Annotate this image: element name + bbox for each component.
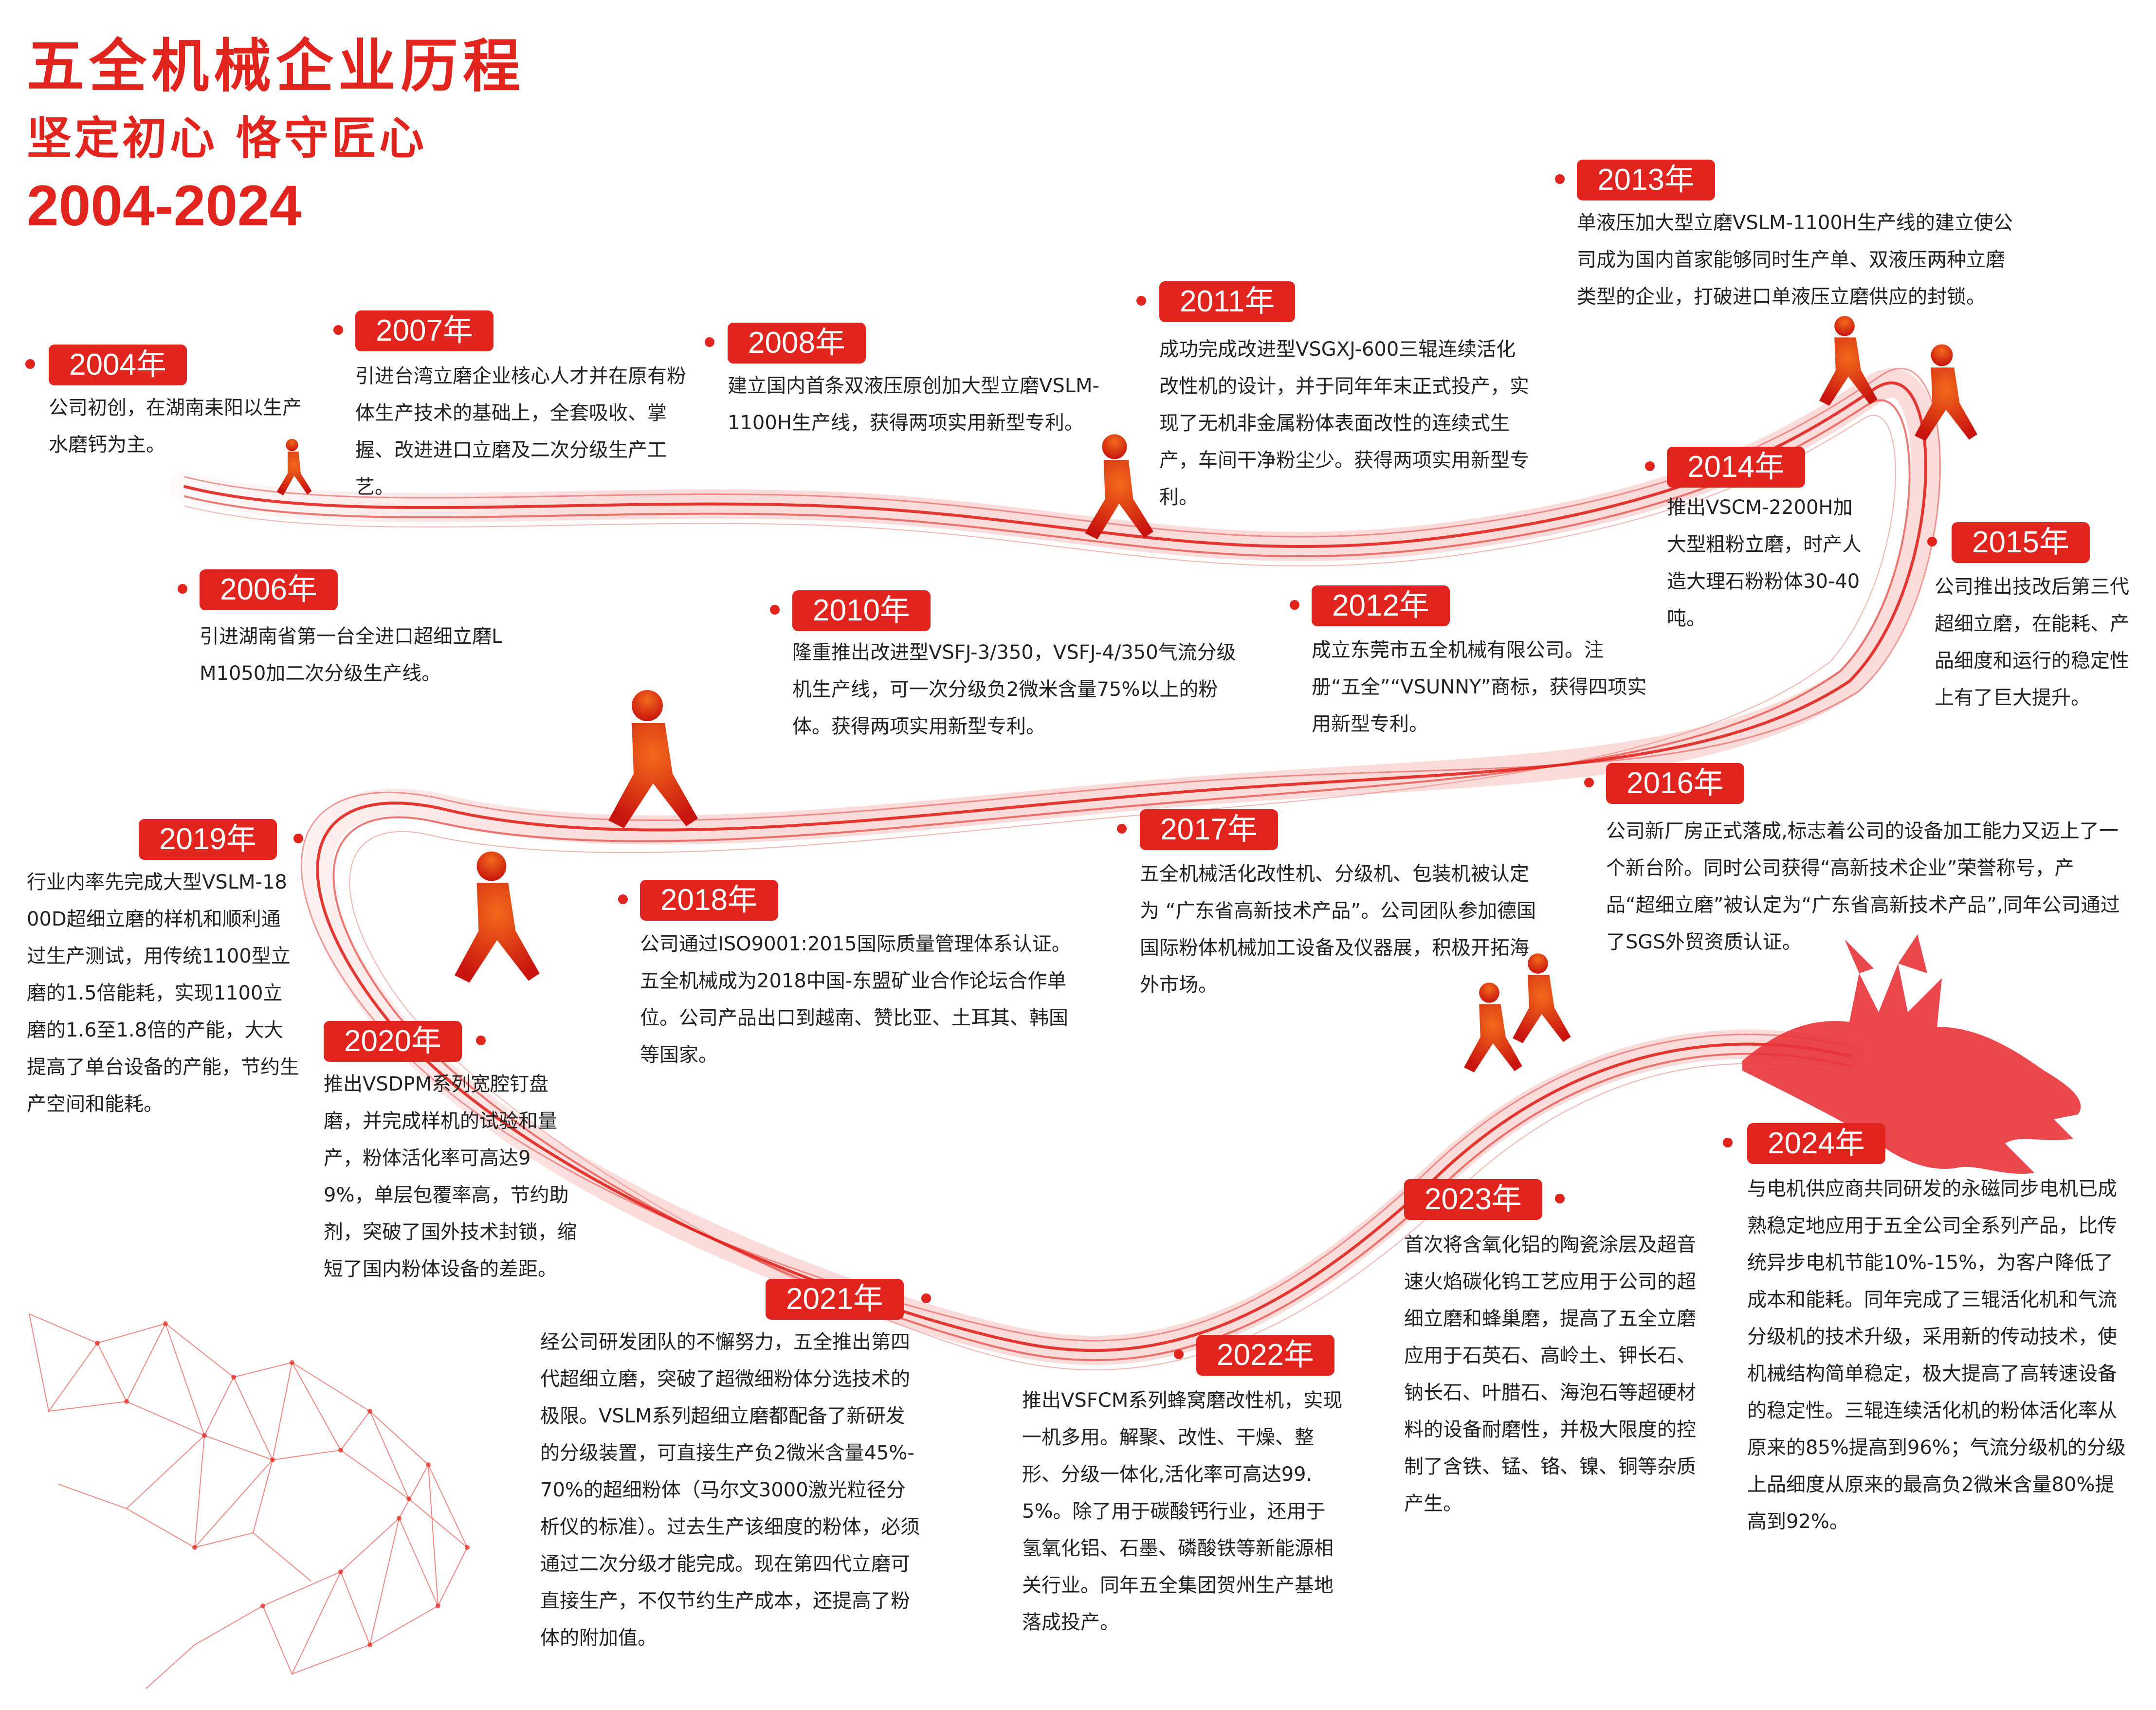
year-badge: 2024年 <box>1747 1123 1885 1164</box>
timeline-dot <box>1555 1194 1565 1203</box>
polygon-runner-illustration <box>29 1313 468 1689</box>
timeline-dot <box>1645 461 1655 471</box>
polygon-nodes <box>95 1321 470 1647</box>
year-badge: 2018年 <box>640 880 778 921</box>
page-title: 五全机械企业历程 <box>27 33 526 100</box>
year-badge: 2019年 <box>139 819 277 860</box>
timeline-dot <box>770 605 780 615</box>
event-text: 隆重推出改进型VSFJ-3/350，VSFJ-4/350气流分级机生产线，可一次… <box>792 641 1236 738</box>
timeline-dot <box>178 584 187 594</box>
timeline-dot <box>1117 824 1127 834</box>
event-text: 成立东莞市五全机械有限公司。注册“五全”“VSUNNY”商标，获得四项实用新型专… <box>1312 639 1647 735</box>
event-text: 建立国内首条双液压原创加大型立磨VSLM-1100H生产线，获得两项实用新型专利… <box>728 375 1099 434</box>
event-text: 经公司研发团队的不懈努力，五全推出第四代超细立磨，突破了超微细粉体分选技术的极限… <box>540 1331 920 1649</box>
timeline-dot <box>1290 600 1299 610</box>
year-badge: 2021年 <box>766 1279 904 1320</box>
event-text: 五全机械活化改性机、分级机、包装机被认定为 “广东省高新技术产品”。公司团队参加… <box>1140 863 1536 996</box>
event-text: 公司初创，在湖南耒阳以生产水磨钙为主。 <box>49 397 302 456</box>
timeline-dot <box>1136 296 1146 306</box>
event-text: 行业内率先完成大型VSLM-1800D超细立磨的样机和顺利通过生产测试，用传统1… <box>27 871 299 1115</box>
dragon-illustration <box>1742 934 2081 1174</box>
event-text: 推出VSCM-2200H加大型粗粉立磨，时产人造大理石粉粉体30-40吨。 <box>1667 496 1862 630</box>
timeline-dot <box>25 359 35 369</box>
year-badge: 2012年 <box>1312 585 1450 626</box>
event-text: 首次将含氧化铝的陶瓷涂层及超音速火焰碳化钨工艺应用于公司的超细立磨和蜂巢磨，提高… <box>1404 1234 1696 1515</box>
year-badge: 2007年 <box>355 310 493 351</box>
event-text: 推出VSDPM系列宽腔钉盘磨，并完成样机的试验和量产，粉体活化率可高达99%，单… <box>324 1073 577 1280</box>
year-badge: 2010年 <box>792 590 931 631</box>
timeline-dot <box>618 894 628 904</box>
timeline-dot <box>705 337 714 347</box>
year-badge: 2023年 <box>1404 1179 1542 1220</box>
page-subtitle: 坚定初心 恪守匠心 <box>27 112 427 164</box>
event-text: 引进湖南省第一台全进口超细立磨LM1050加二次分级生产线。 <box>200 625 503 685</box>
event-text: 推出VSFCM系列蜂窝磨改性机，实现一机多用。解聚、改性、干燥、整形、分级一体化… <box>1022 1389 1343 1634</box>
event-text: 公司新厂房正式落成,标志着公司的设备加工能力又迈上了一个新台阶。同时公司获得“高… <box>1606 820 2120 953</box>
year-badge: 2014年 <box>1667 447 1805 488</box>
timeline-dot <box>293 834 303 843</box>
year-badge: 2006年 <box>200 569 338 610</box>
timeline-dot <box>1584 778 1594 787</box>
event-text: 单液压加大型立磨VSLM-1100H生产线的建立使公司成为国内首家能够同时生产单… <box>1577 212 2013 308</box>
event-text: 与电机供应商共同研发的永磁同步电机已成熟稳定地应用于五全公司全系列产品，比传统异… <box>1747 1178 2126 1533</box>
timeline-dot <box>1927 537 1937 546</box>
timeline-dot <box>333 325 343 335</box>
timeline-dot <box>921 1293 931 1303</box>
timeline-dot <box>1555 174 1565 184</box>
event-text: 公司通过ISO9001:2015国际质量管理体系认证。五全机械成为2018中国-… <box>640 933 1071 1066</box>
year-range: 2004-2024 <box>27 174 302 238</box>
year-badge: 2004年 <box>49 345 187 385</box>
event-text: 引进台湾立磨企业核心人才并在原有粉体生产技术的基础上，全套吸收、掌握、改进进口立… <box>355 365 686 498</box>
year-badge: 2016年 <box>1606 763 1744 804</box>
year-badge: 2020年 <box>324 1021 462 1062</box>
year-badge: 2017年 <box>1140 809 1278 850</box>
year-badge: 2008年 <box>728 323 866 364</box>
timeline-dot <box>1723 1138 1733 1147</box>
year-badge: 2013年 <box>1577 160 1715 200</box>
event-text: 成功完成改进型VSGXJ-600三辊连续活化改性机的设计，并于同年年末正式投产，… <box>1159 338 1529 509</box>
runner-silhouettes <box>276 316 1977 1073</box>
year-badge: 2015年 <box>1952 522 2090 563</box>
year-badge: 2022年 <box>1196 1335 1334 1376</box>
event-text: 公司推出技改后第三代超细立磨，在能耗、产品细度和运行的稳定性上有了巨大提升。 <box>1935 576 2129 709</box>
timeline-dot <box>476 1036 486 1045</box>
year-badge: 2011年 <box>1159 281 1296 322</box>
timeline-dot <box>1174 1349 1184 1359</box>
